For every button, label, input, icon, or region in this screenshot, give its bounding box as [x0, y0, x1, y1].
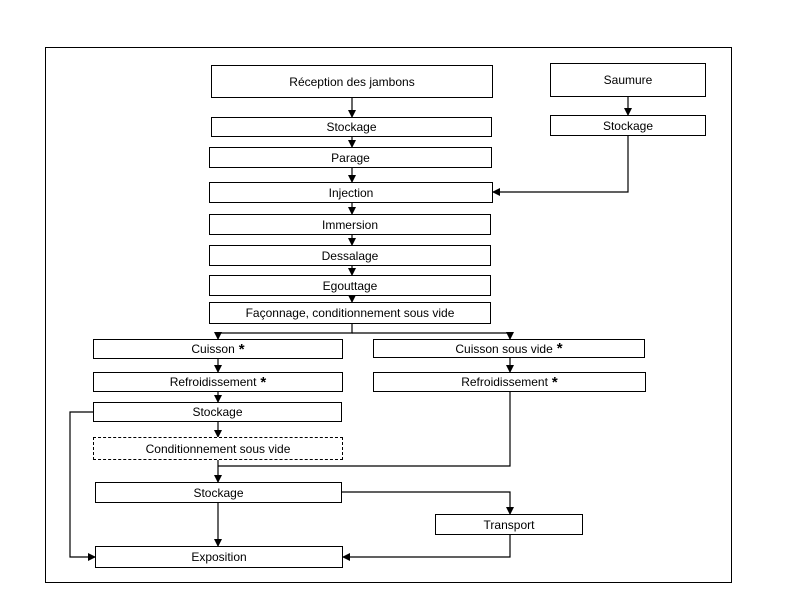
critical-point-marker: *	[238, 340, 245, 358]
node-saumure: Saumure	[550, 63, 706, 97]
node-refroidissement-1: Refroidissement*	[93, 372, 343, 392]
critical-point-marker: *	[551, 373, 558, 391]
critical-point-marker: *	[260, 373, 267, 391]
arrow-refroid-merge	[218, 392, 511, 467]
node-cuisson: Cuisson*	[93, 339, 343, 359]
node-egouttage: Egouttage	[209, 275, 491, 296]
node-transport: Transport	[435, 514, 583, 535]
node-refroidissement-2: Refroidissement*	[373, 372, 646, 392]
arrow-split-cuisson	[214, 324, 353, 340]
critical-point-marker: *	[556, 340, 563, 357]
node-stockage-saumure: Stockage	[550, 115, 706, 136]
node-stockage-2: Stockage	[93, 402, 342, 422]
node-stockage-3: Stockage	[95, 482, 342, 503]
arrow-stockage-saumure-injection	[492, 136, 629, 196]
node-immersion: Immersion	[209, 214, 491, 235]
node-reception: Réception des jambons	[211, 65, 493, 98]
arrow-transport-exposition	[342, 535, 511, 561]
node-dessalage: Dessalage	[209, 245, 491, 266]
node-faconnage: Façonnage, conditionnement sous vide	[209, 302, 491, 324]
arrow-stockage-transport	[342, 491, 514, 515]
node-parage: Parage	[209, 147, 492, 168]
arrow-bypass-exposition	[69, 411, 96, 561]
arrow-split-cuisson-sv	[352, 332, 514, 340]
node-exposition: Exposition	[95, 546, 343, 568]
node-injection: Injection	[209, 182, 493, 203]
node-conditionnement-sous-vide: Conditionnement sous vide	[93, 437, 343, 460]
node-cuisson-sous-vide: Cuisson sous vide*	[373, 339, 645, 358]
diagram-frame	[45, 47, 732, 583]
node-stockage-1: Stockage	[211, 117, 492, 137]
